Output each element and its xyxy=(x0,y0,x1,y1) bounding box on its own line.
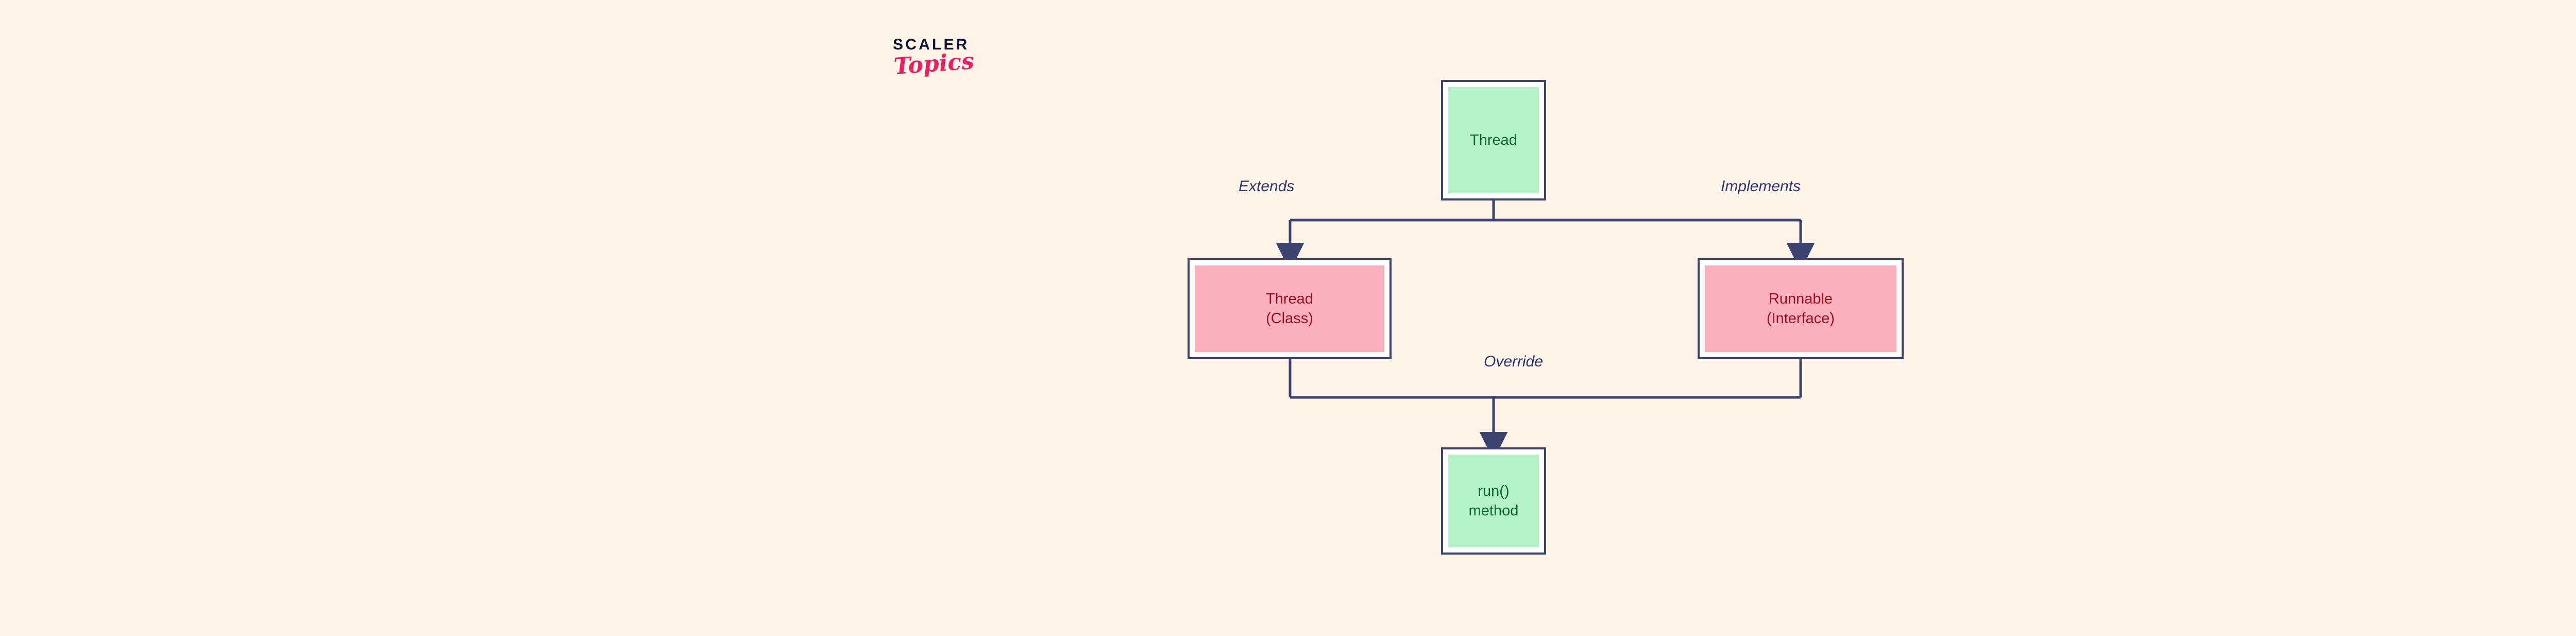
node-runnable-interface[interactable]: Runnable (Interface) xyxy=(1698,258,1904,359)
edge-extends-implements-trunk xyxy=(1290,200,1801,222)
logo-primary-text: SCALER xyxy=(893,36,970,53)
node-thread[interactable]: Thread xyxy=(1441,80,1546,200)
edge-label-override: Override xyxy=(1484,353,1544,370)
scaler-topics-logo: SCALER Topics xyxy=(893,37,1047,94)
node-runnable-interface-label: Runnable (Interface) xyxy=(1705,265,1896,352)
edge-override xyxy=(1289,359,1802,460)
edge-label-extends: Extends xyxy=(1239,178,1295,195)
node-thread-class-label: Thread (Class) xyxy=(1195,265,1384,352)
node-thread-label: Thread xyxy=(1448,87,1539,193)
node-run-method[interactable]: run() method xyxy=(1441,447,1546,555)
node-thread-class[interactable]: Thread (Class) xyxy=(1188,258,1392,359)
node-run-method-label: run() method xyxy=(1448,455,1539,547)
edge-label-implements: Implements xyxy=(1721,178,1801,195)
